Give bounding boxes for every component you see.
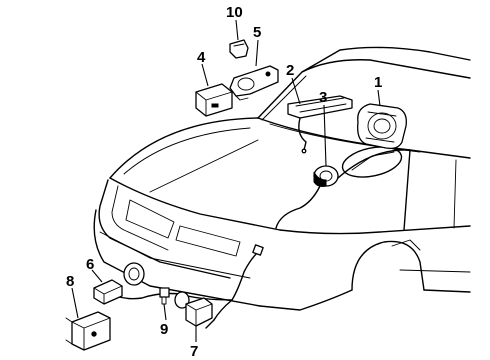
callout-3: 3 — [319, 89, 327, 106]
fastener-part — [159, 287, 170, 305]
driver-airbag-module-part — [357, 103, 407, 150]
callout-7: 7 — [190, 343, 198, 360]
leader-lines — [71, 19, 381, 342]
vehicle-body-outline — [93, 46, 471, 311]
clip-connector-part — [229, 39, 249, 59]
mounting-bracket-part — [229, 65, 279, 101]
callout-4: 4 — [197, 49, 206, 66]
callout-9: 9 — [160, 321, 168, 338]
callout-2: 2 — [286, 62, 294, 79]
diagnostic-module-part — [195, 83, 233, 117]
right-front-sensor-part — [174, 291, 213, 327]
sensor-bracket-part — [65, 311, 111, 351]
callout-6: 6 — [86, 256, 94, 273]
callout-8: 8 — [66, 273, 74, 290]
passenger-airbag-module-part — [287, 95, 353, 154]
coil-assembly-part — [275, 165, 339, 229]
callout-5: 5 — [253, 24, 261, 41]
callout-1: 1 — [374, 74, 382, 91]
front-sensor-part — [93, 262, 145, 305]
callout-10: 10 — [226, 4, 243, 21]
